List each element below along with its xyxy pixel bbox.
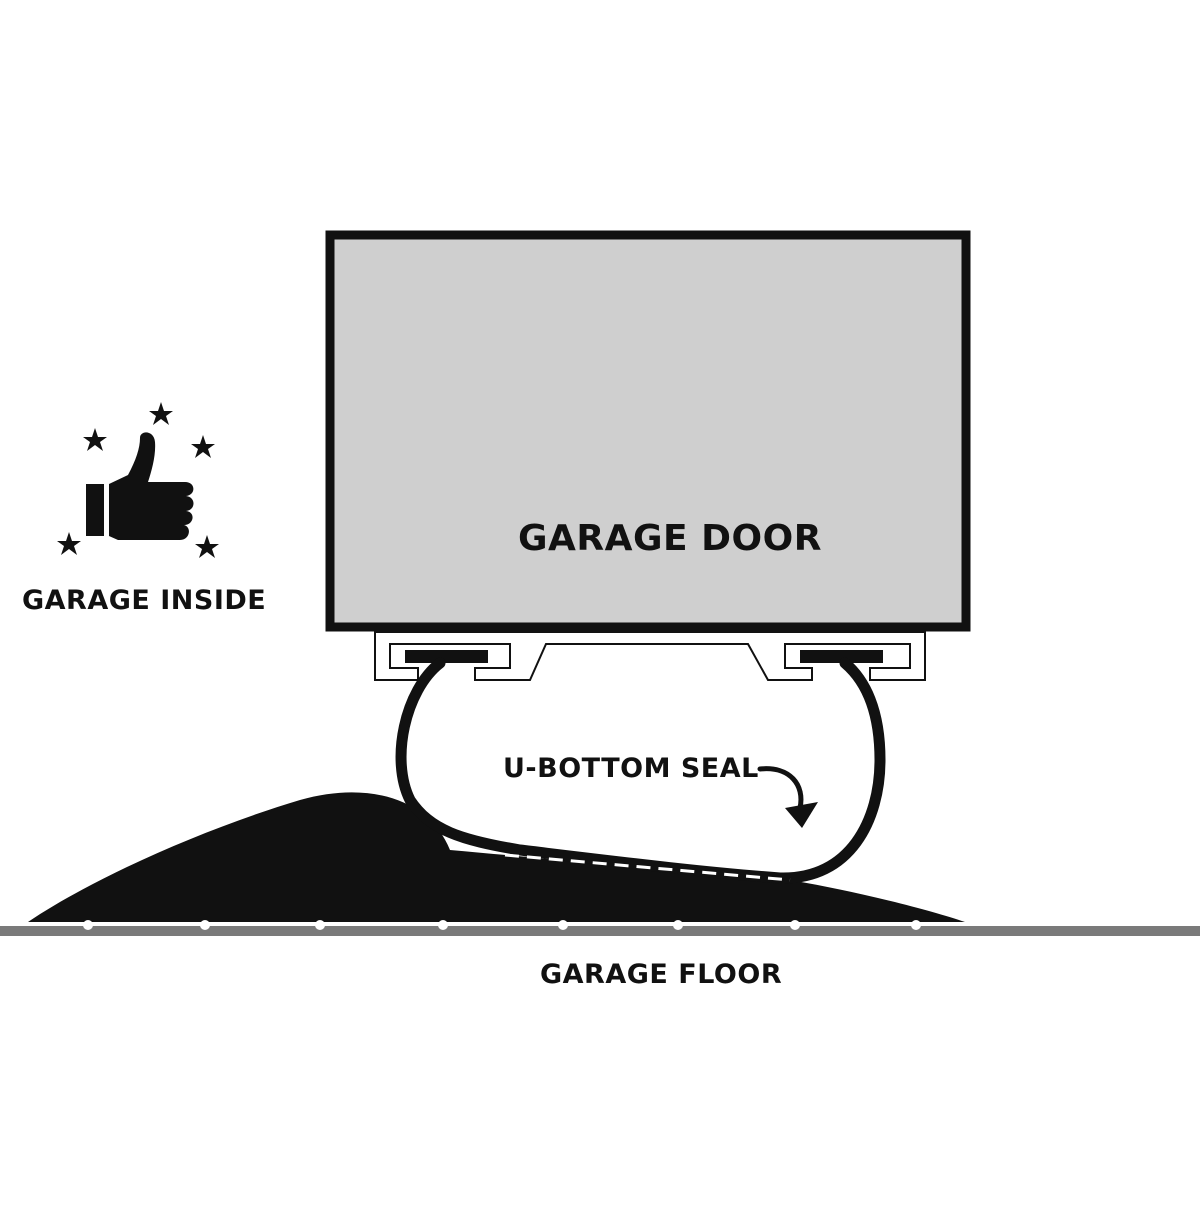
- floor-bump: [28, 792, 965, 922]
- seal-bead-left: [405, 650, 488, 663]
- rating-stars: [57, 402, 219, 558]
- star-icon: [57, 532, 81, 555]
- seal-pointer-arrow: [757, 766, 818, 828]
- star-icon: [149, 402, 173, 425]
- garage-door-panel: [325, 230, 971, 632]
- u-bottom-seal-label: U-BOTTOM SEAL: [503, 753, 759, 784]
- garage-floor-label: GARAGE FLOOR: [540, 959, 783, 990]
- floor-dots: [83, 920, 921, 930]
- star-icon: [83, 428, 107, 451]
- retainer-rail: [374, 631, 926, 681]
- star-icon: [191, 435, 215, 458]
- garage-floor-line: [0, 926, 1200, 936]
- garage-door-label: GARAGE DOOR: [518, 518, 822, 559]
- seal-bead-right: [800, 650, 883, 663]
- seal-contact-line: [504, 853, 791, 882]
- garage-inside-label: GARAGE INSIDE: [22, 585, 267, 616]
- u-bottom-seal: [395, 657, 886, 884]
- star-icon: [195, 535, 219, 558]
- thumbs-up-icon: [86, 432, 194, 540]
